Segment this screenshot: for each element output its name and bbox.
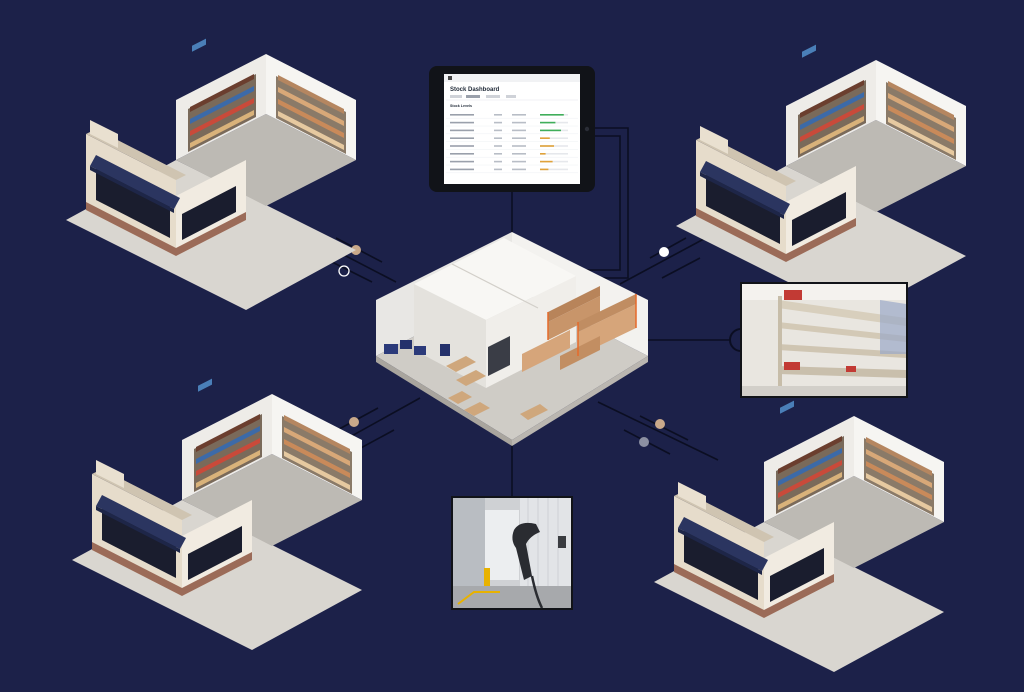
tablet-screen bbox=[444, 74, 580, 184]
table-cell bbox=[450, 145, 474, 147]
product-box bbox=[784, 290, 802, 300]
table-cell bbox=[494, 153, 502, 155]
pallet-racks bbox=[522, 286, 637, 372]
product-box bbox=[846, 366, 856, 372]
table-cell bbox=[450, 121, 474, 124]
stock-level-bar bbox=[540, 129, 561, 132]
table-cell bbox=[540, 153, 568, 155]
stock-table bbox=[446, 114, 578, 174]
table-cell bbox=[512, 121, 526, 124]
stock-level-bar bbox=[540, 160, 553, 163]
table-cell bbox=[494, 114, 502, 116]
tab-2-active[interactable] bbox=[466, 95, 480, 98]
table-cell bbox=[540, 137, 568, 139]
empty-shelf-photo bbox=[740, 282, 908, 398]
flow-dot-br-2 bbox=[639, 437, 649, 447]
table-row bbox=[446, 129, 578, 135]
table-cell bbox=[512, 145, 526, 147]
table-cell bbox=[494, 137, 502, 139]
stock-level-bar bbox=[540, 153, 546, 155]
barcode-scanner-icon bbox=[512, 522, 544, 609]
flow-dot-tl-1 bbox=[351, 245, 361, 255]
table-cell bbox=[450, 137, 474, 139]
connector-tablet-side-2 bbox=[582, 135, 621, 271]
stock-level-bar bbox=[540, 145, 554, 147]
tablet-home-button bbox=[584, 126, 590, 132]
table-cell bbox=[494, 168, 502, 171]
arrow-br-out bbox=[597, 401, 719, 461]
stock-level-bar bbox=[540, 121, 556, 124]
tablet-tabs bbox=[446, 95, 578, 101]
table-cell bbox=[540, 160, 568, 163]
arrow-br-in bbox=[639, 415, 689, 441]
wall-panel bbox=[558, 536, 566, 548]
table-row bbox=[446, 114, 578, 119]
table-row bbox=[446, 153, 578, 158]
table-cell bbox=[512, 168, 526, 171]
tab-4[interactable] bbox=[506, 95, 516, 98]
flow-dot-tl-2 bbox=[338, 265, 350, 277]
pallet-jacks bbox=[384, 340, 450, 356]
stock-level-bar bbox=[540, 137, 550, 139]
flow-dot-bl-1 bbox=[349, 417, 359, 427]
scanner-photo bbox=[451, 496, 573, 610]
table-cell bbox=[512, 137, 526, 139]
table-cell bbox=[540, 168, 568, 171]
flow-dot-tr-1 bbox=[659, 247, 669, 257]
warehouse bbox=[376, 232, 648, 446]
bollard bbox=[484, 568, 490, 590]
table-cell bbox=[494, 129, 502, 132]
table-cell bbox=[512, 129, 526, 132]
flow-dot-br-1 bbox=[655, 419, 665, 429]
floor-pallets bbox=[446, 356, 548, 420]
menu-icon[interactable] bbox=[448, 76, 452, 80]
table-cell bbox=[450, 114, 474, 116]
table-cell bbox=[512, 114, 526, 116]
table-row bbox=[446, 137, 578, 142]
tablet-title: Stock Dashboard bbox=[450, 87, 500, 93]
table-cell bbox=[512, 153, 526, 155]
table-row bbox=[446, 145, 578, 150]
table-row bbox=[446, 121, 578, 127]
stock-level-bar bbox=[540, 168, 549, 171]
table-cell bbox=[450, 160, 474, 163]
tab-3[interactable] bbox=[486, 95, 500, 98]
table-cell bbox=[494, 145, 502, 147]
table-cell bbox=[494, 121, 502, 124]
arrow-tr-extra bbox=[649, 237, 687, 259]
table-cell bbox=[450, 129, 474, 132]
tab-1[interactable] bbox=[450, 95, 462, 98]
table-cell bbox=[450, 168, 474, 171]
tablet: Stock Dashboard Stock Levels bbox=[429, 66, 595, 192]
arrow-tr-in bbox=[661, 257, 701, 279]
tablet-section-title: Stock Levels bbox=[450, 104, 472, 108]
table-row bbox=[446, 160, 578, 166]
table-cell bbox=[512, 160, 526, 163]
stock-level-bar bbox=[540, 114, 564, 116]
table-cell bbox=[494, 160, 502, 163]
product-box bbox=[784, 362, 800, 370]
dock-door bbox=[488, 336, 510, 376]
table-row bbox=[446, 168, 578, 174]
table-cell bbox=[450, 153, 474, 155]
